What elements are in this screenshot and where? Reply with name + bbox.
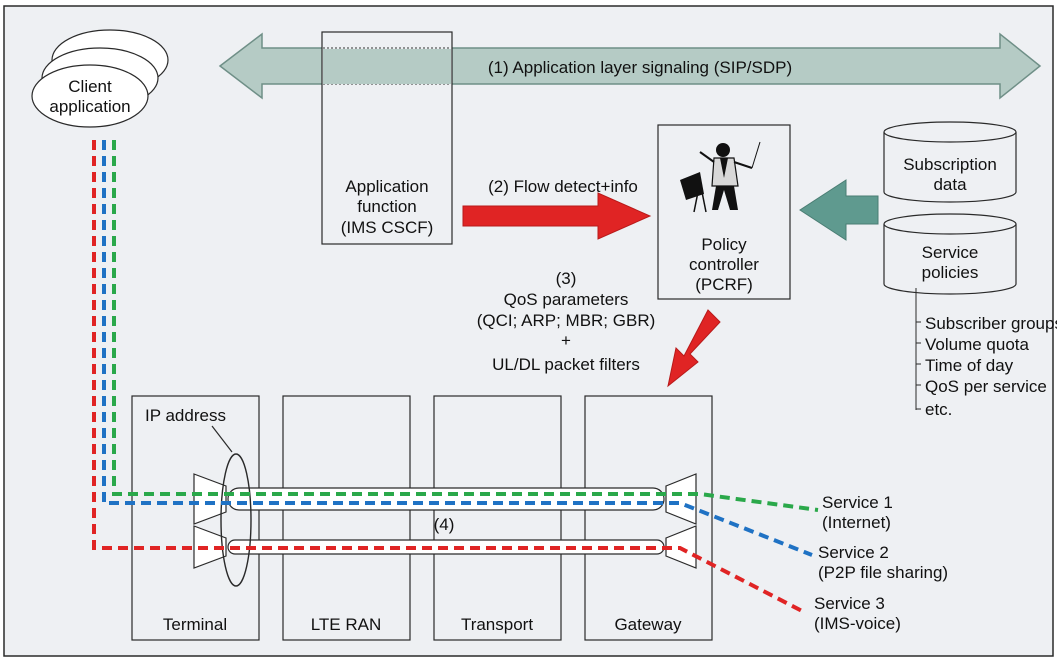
client-label-line1: Client bbox=[68, 77, 112, 96]
policy-controller-line1: Policy bbox=[701, 235, 747, 254]
bearer-tube-upper bbox=[227, 487, 665, 511]
service2-line1: Service 2 bbox=[818, 543, 889, 562]
app-function-line2: function bbox=[357, 197, 417, 216]
ip-address-ellipse bbox=[220, 453, 252, 587]
ip-address-pointer bbox=[211, 425, 233, 453]
service3-line2: (IMS-voice) bbox=[814, 614, 901, 633]
service2-line2: (P2P file sharing) bbox=[818, 563, 948, 582]
policy-item-etc: etc. bbox=[925, 400, 952, 419]
service1-line1: Service 1 bbox=[822, 493, 893, 512]
terminal-funnel bbox=[193, 473, 227, 569]
flow-detect-label: (2) Flow detect+info bbox=[488, 177, 638, 196]
policy-list-ticks bbox=[916, 321, 921, 410]
flow-detect-arrow bbox=[462, 192, 652, 240]
conductor-icon bbox=[680, 141, 761, 213]
ip-address-label: IP address bbox=[145, 406, 226, 425]
qos-line5: UL/DL packet filters bbox=[492, 355, 640, 374]
subscription-data-line2: data bbox=[933, 175, 967, 194]
service-policies-line2: policies bbox=[922, 263, 979, 282]
policy-item-subscriber-groups: Subscriber groups bbox=[925, 314, 1057, 333]
node-lte-ran-box bbox=[282, 395, 411, 641]
node-transport-box bbox=[433, 395, 562, 641]
client-ellipse-front bbox=[31, 64, 149, 128]
service-policies-line1: Service bbox=[922, 243, 979, 262]
client-label-line2: application bbox=[49, 97, 130, 116]
qos-line3: (QCI; ARP; MBR; GBR) bbox=[477, 311, 656, 330]
qos-line1: (3) bbox=[556, 269, 577, 288]
subscription-data-line1: Subscription bbox=[903, 155, 997, 174]
service3-line1: Service 3 bbox=[814, 594, 885, 613]
signaling-arrow-overlay bbox=[323, 49, 451, 84]
qos-arrow bbox=[667, 309, 721, 388]
service-path-blue bbox=[102, 140, 813, 557]
policy-item-time-of-day: Time of day bbox=[925, 356, 1014, 375]
node-lte-ran-label: LTE RAN bbox=[311, 615, 382, 634]
service-policies-cylinder bbox=[883, 213, 1017, 295]
node-terminal-label: Terminal bbox=[163, 615, 227, 634]
bearer-label: (4) bbox=[434, 515, 455, 534]
policy-item-qos-per-service: QoS per service bbox=[925, 377, 1047, 396]
policy-input-arrow bbox=[799, 179, 879, 241]
service1-line2: (Internet) bbox=[822, 513, 891, 532]
qos-line2: QoS parameters bbox=[504, 290, 629, 309]
signaling-label: (1) Application layer signaling (SIP/SDP… bbox=[488, 58, 792, 77]
app-function-line3: (IMS CSCF) bbox=[341, 218, 434, 237]
subscription-data-cylinder bbox=[883, 121, 1017, 203]
service-path-green bbox=[112, 140, 819, 512]
qos-line4: + bbox=[561, 331, 571, 350]
service-path-red bbox=[92, 140, 805, 614]
node-transport-label: Transport bbox=[461, 615, 533, 634]
app-function-line1: Application bbox=[345, 177, 428, 196]
policy-controller-line3: (PCRF) bbox=[695, 275, 753, 294]
node-gateway-label: Gateway bbox=[614, 615, 682, 634]
policy-controller-line2: controller bbox=[689, 255, 759, 274]
policy-item-volume-quota: Volume quota bbox=[925, 335, 1030, 354]
